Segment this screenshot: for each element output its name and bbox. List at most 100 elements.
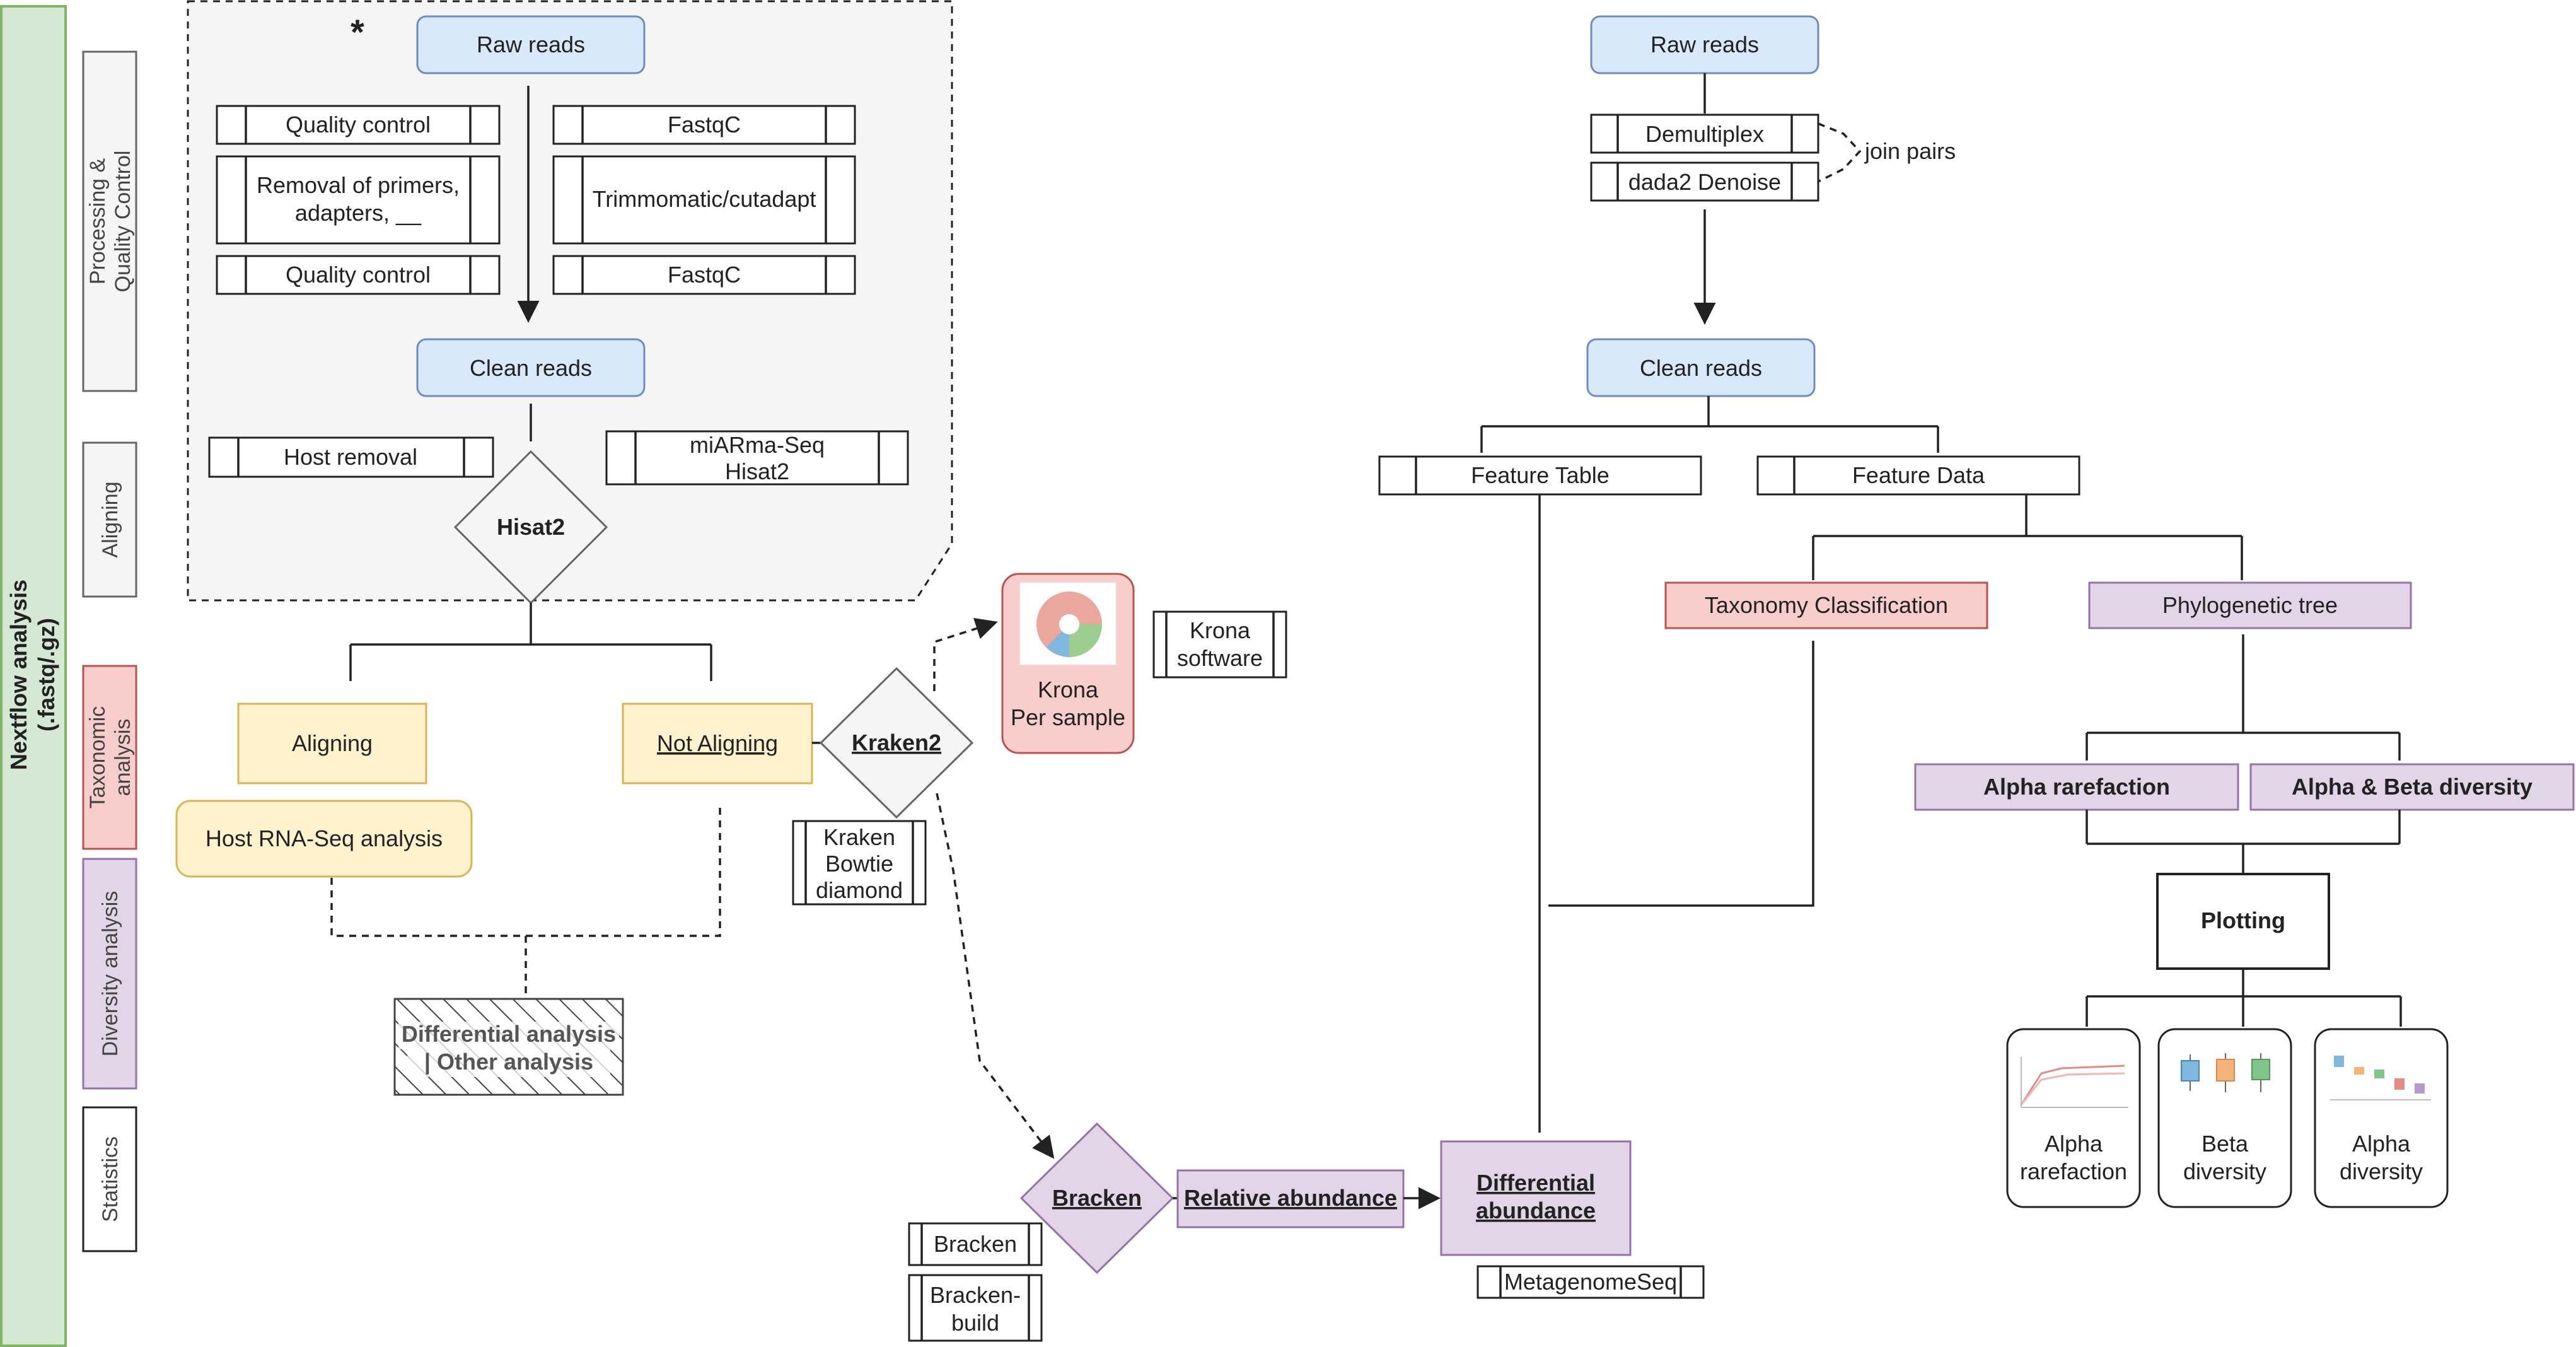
section-taxonomic: Taxonomic analysis [82,665,137,850]
host-rnaseq-node: Host RNA-Seq analysis [175,800,473,878]
qc-step-left-3: Quality control [216,255,501,295]
svg-text:Alpha rarefaction: Alpha rarefaction [1983,774,2170,800]
svg-text:Quality control: Quality control [286,262,431,288]
qc-step-left-2: Removal of primers, adapters, __ [216,155,501,245]
svg-text:FastqC: FastqC [668,262,741,288]
taxonomy-classification-node: Taxonomy Classification [1664,581,1988,629]
section-aligning: Aligning [82,441,137,598]
svg-text:Differential analysis: Differential analysis [402,1021,616,1047]
host-removal-tool: Host removal [208,436,494,478]
bracken-build-tool: Bracken- build [908,1274,1043,1342]
svg-text:Taxonomy Classification: Taxonomy Classification [1705,592,1948,618]
svg-text:Aligning: Aligning [292,730,373,756]
qc-step-right-2: Trimmomatic/cutadapt [552,155,856,245]
svg-text:Beta: Beta [2202,1131,2249,1157]
svg-text:Demultiplex: Demultiplex [1645,121,1764,147]
svg-text:Host removal: Host removal [284,444,417,470]
krona-software-tool: Krona software [1152,610,1287,679]
svg-text:dada2 Denoise: dada2 Denoise [1628,169,1781,195]
alpha-rarefaction-node: Alpha rarefaction [1914,763,2239,811]
kraken2-decision: Kraken2 [819,667,974,819]
relative-abundance-node: Relative abundance [1176,1169,1405,1228]
svg-text:Bracken-: Bracken- [930,1282,1021,1308]
qc-step-right-1: FastqC [552,105,856,145]
not-aligning-node: Not Aligning [622,703,813,784]
svg-text:FastqC: FastqC [668,112,741,137]
svg-text:Phylogenetic tree: Phylogenetic tree [2162,592,2338,618]
section-statistics-label: Statistics [98,1136,122,1222]
plot-alpha-diversity: Alpha diversity [2314,1028,2449,1208]
svg-text:Feature Table: Feature Table [1471,462,1609,488]
kraken-tools: Kraken Bowtie diamond [792,820,927,906]
svg-text:diamond: diamond [816,877,903,903]
miarma-hisat2-tool: miARma-Seq Hisat2 [605,430,909,486]
qc-step-left-1: Quality control [216,105,501,145]
svg-text:diversity: diversity [2340,1158,2423,1184]
svg-text:Differential: Differential [1477,1170,1595,1196]
section-diversity-label: Diversity analysis [98,891,122,1057]
svg-text:Quality control: Quality control [286,112,431,137]
aligning-node: Aligning [237,703,427,784]
section-processing-line2: Quality Control [111,151,135,293]
svg-text:Per sample: Per sample [1011,704,1125,730]
svg-text:Krona: Krona [1190,617,1251,643]
dada2-step: dada2 Denoise [1590,161,1819,202]
svg-text:Alpha: Alpha [2045,1131,2103,1157]
section-processing: Processing & Quality Control [82,50,137,392]
svg-text:miARma-Seq: miARma-Seq [690,432,825,458]
section-statistics: Statistics [82,1106,137,1252]
alpha-beta-diversity-node: Alpha & Beta diversity [2249,763,2575,811]
nextflow-label-line1: Nextflow analysis [6,580,32,770]
svg-text:Trimmomatic/cutadapt: Trimmomatic/cutadapt [593,186,816,212]
nextflow-label-line2: (.fastq/.gz) [33,618,59,732]
svg-text:Feature Data: Feature Data [1852,462,1985,488]
svg-text:Krona: Krona [1038,677,1099,703]
amp-raw-reads: Raw reads [1590,15,1819,74]
svg-text:adapters, __: adapters, __ [295,200,422,226]
section-taxonomic-line2: analysis [111,719,135,796]
demultiplex-step: Demultiplex [1590,114,1819,154]
svg-text:Alpha & Beta diversity: Alpha & Beta diversity [2292,774,2532,800]
section-taxonomic-line1: Taxonomic [86,706,110,809]
section-aligning-label: Aligning [98,482,122,558]
hisat2-decision: Hisat2 [453,450,608,605]
svg-text:Host RNA-Seq analysis: Host RNA-Seq analysis [206,825,443,851]
rna-clean-reads: Clean reads [416,338,646,397]
svg-text:diversity: diversity [2183,1158,2266,1184]
phylogenetic-tree-node: Phylogenetic tree [2088,581,2412,629]
join-pairs-label: join pairs [1864,138,1956,164]
asterisk-note: * [351,12,364,52]
svg-text:Bracken: Bracken [934,1231,1017,1257]
differential-analysis-node: Differential analysis | Other analysis [393,998,624,1096]
amp-clean-reads: Clean reads [1586,338,1816,397]
differential-abundance-node: Differential abundance [1440,1140,1632,1256]
svg-text:MetagenomeSeq: MetagenomeSeq [1504,1269,1677,1295]
bracken-decision: Bracken [1019,1122,1175,1274]
svg-text:Not Aligning: Not Aligning [657,730,778,756]
svg-text:abundance: abundance [1476,1198,1596,1223]
plotting-node: Plotting [2156,873,2330,970]
svg-text:build: build [951,1310,999,1336]
feature-table-node: Feature Table [1378,455,1702,496]
rna-raw-reads: Raw reads [416,15,646,74]
feature-data-node: Feature Data [1756,455,2080,496]
svg-text:software: software [1177,645,1263,671]
krona-per-sample: Krona Per sample [1001,573,1135,754]
qc-step-right-3: FastqC [552,255,856,295]
svg-text:Plotting: Plotting [2201,907,2285,933]
plot-beta-diversity: Beta diversity [2157,1028,2292,1208]
section-processing-line1: Processing & [86,158,110,285]
svg-text:Clean reads: Clean reads [470,355,592,381]
svg-text:rarefaction: rarefaction [2020,1158,2127,1184]
svg-text:Kraken2: Kraken2 [852,730,941,755]
bracken-tool: Bracken [908,1222,1043,1266]
svg-text:| Other analysis: | Other analysis [424,1049,593,1075]
section-diversity: Diversity analysis [82,858,137,1090]
metagenomeseq-tool: MetagenomeSeq [1477,1265,1705,1299]
svg-text:Bowtie: Bowtie [825,851,893,877]
svg-text:Hisat2: Hisat2 [725,458,789,484]
svg-text:Clean reads: Clean reads [1640,355,1762,381]
svg-text:Removal of primers,: Removal of primers, [257,172,460,198]
svg-text:Raw reads: Raw reads [477,32,585,57]
